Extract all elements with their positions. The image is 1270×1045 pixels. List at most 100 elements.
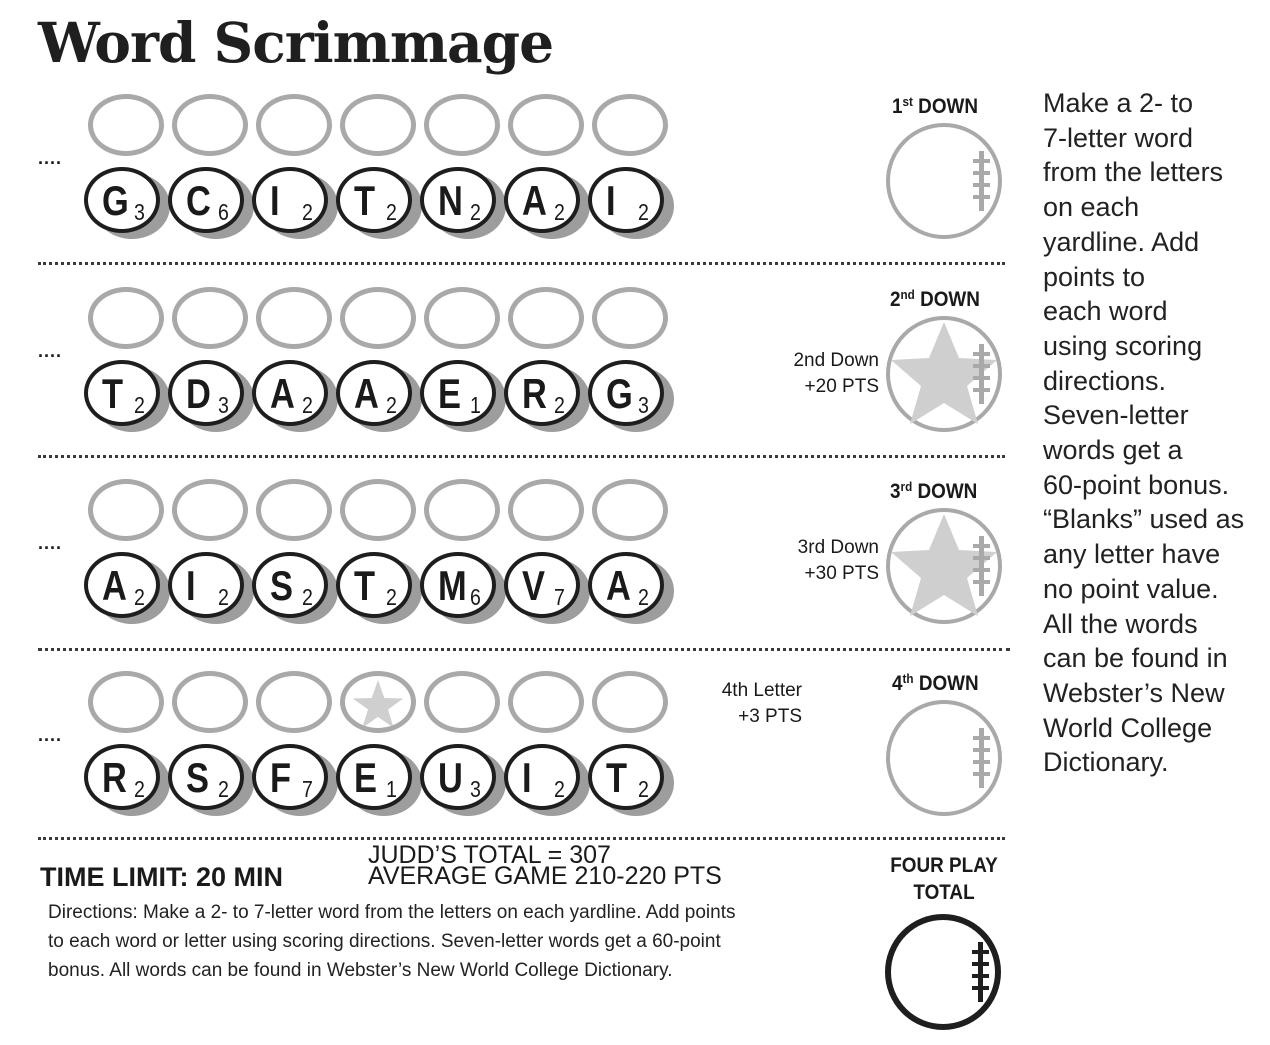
bonus-line: +3 PTS <box>738 706 802 727</box>
answer-slot[interactable] <box>424 94 500 156</box>
tile-letter: D <box>186 370 211 417</box>
tile-letter: A <box>270 370 295 417</box>
tile-letter: I <box>606 177 616 224</box>
answer-slot[interactable] <box>172 479 248 541</box>
tile-letter: I <box>186 562 196 609</box>
tile-points: 3 <box>470 776 481 802</box>
answer-slot[interactable] <box>592 479 668 541</box>
yardline-divider <box>38 455 1005 458</box>
football-icon <box>886 700 1002 816</box>
tile-letter: I <box>522 754 532 801</box>
answer-slot[interactable] <box>424 671 500 733</box>
row-marker: .... <box>38 725 63 745</box>
bonus-line: 2nd Down <box>793 350 879 371</box>
answer-slot[interactable] <box>340 479 416 541</box>
down-label: 3rd DOWN <box>890 479 977 504</box>
answer-slot[interactable] <box>256 479 332 541</box>
answer-slot[interactable] <box>88 671 164 733</box>
directions-line: to each word or letter using scoring dir… <box>48 931 721 952</box>
tile-letter: I <box>270 177 280 224</box>
instruction-line: no point value. <box>1043 573 1219 604</box>
answer-slot[interactable] <box>424 287 500 349</box>
answer-slot[interactable] <box>592 287 668 349</box>
answer-slot[interactable] <box>256 671 332 733</box>
answer-slot[interactable] <box>172 287 248 349</box>
down-score-ball[interactable] <box>884 506 1004 626</box>
answer-slot[interactable] <box>88 479 164 541</box>
down-label: 1st DOWN <box>892 94 978 119</box>
instruction-line: Dictionary. <box>1043 747 1169 778</box>
time-limit: TIME LIMIT: 20 MIN <box>40 862 283 892</box>
page-title: Word Scrimmage <box>38 10 554 75</box>
tile-points: 2 <box>302 584 313 610</box>
tile-letter: E <box>354 754 377 801</box>
football-icon <box>885 914 1001 1030</box>
answer-slot[interactable] <box>592 671 668 733</box>
instruction-line: on each <box>1043 192 1140 223</box>
instruction-line: directions. <box>1043 365 1167 396</box>
tile-points: 3 <box>134 199 145 225</box>
answer-slot[interactable] <box>592 94 668 156</box>
answer-slot[interactable] <box>256 287 332 349</box>
answer-slot[interactable] <box>172 671 248 733</box>
tile-letter: V <box>522 562 545 609</box>
answer-slot[interactable] <box>88 94 164 156</box>
down-score-ball[interactable] <box>884 698 1004 818</box>
down-ordinal: 3 <box>890 480 901 503</box>
down-suffix: st <box>902 94 913 109</box>
tile-points: 2 <box>302 199 313 225</box>
answer-slot[interactable] <box>340 94 416 156</box>
answer-slot[interactable] <box>508 287 584 349</box>
tile-points: 2 <box>470 199 481 225</box>
answer-slot[interactable] <box>88 287 164 349</box>
four-play-total-score[interactable] <box>883 912 1003 1032</box>
answer-slot[interactable] <box>508 671 584 733</box>
tile-letter: R <box>522 370 547 417</box>
down-score-ball[interactable] <box>884 121 1004 241</box>
judds-total: JUDD’S TOTAL = 307 <box>368 841 611 869</box>
answer-slot[interactable] <box>508 479 584 541</box>
answer-slot[interactable] <box>424 479 500 541</box>
down-score-ball[interactable] <box>884 314 1004 434</box>
answer-slot[interactable] <box>256 94 332 156</box>
answer-slot[interactable] <box>340 671 416 733</box>
tile-points: 2 <box>554 199 565 225</box>
tile-points: 7 <box>554 584 565 610</box>
answer-slot[interactable] <box>172 94 248 156</box>
answer-slot[interactable] <box>340 287 416 349</box>
tile-points: 2 <box>386 392 397 418</box>
tile-points: 2 <box>554 392 565 418</box>
answer-slot[interactable] <box>508 94 584 156</box>
tile-letter: T <box>606 754 627 801</box>
